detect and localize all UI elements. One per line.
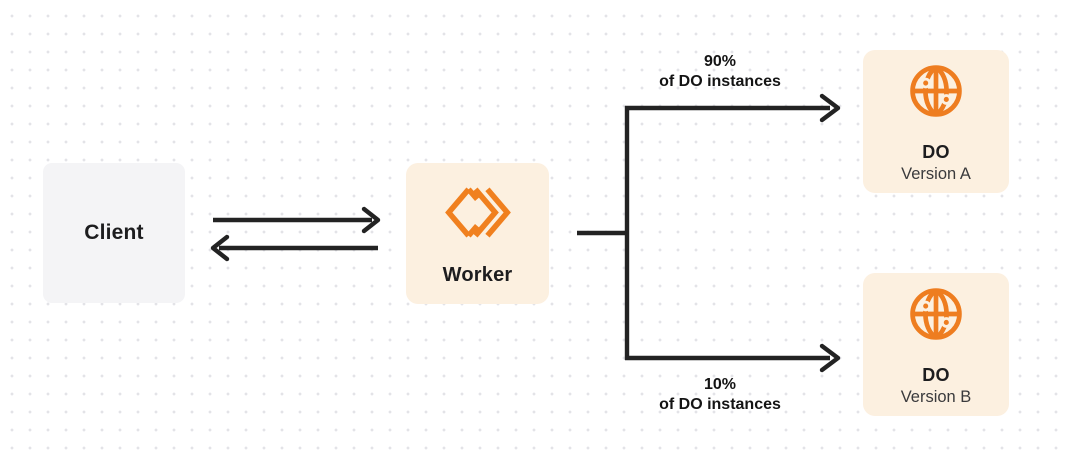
worker-node[interactable]: Worker [406,163,549,304]
client-label: Client [84,221,144,244]
branch-arrow-top [625,93,841,123]
branch-label-90: 90% of DO instances [620,52,820,92]
globe-icon [906,61,966,126]
do-b-title: DO [922,365,950,385]
branch-label-10: 10% of DO instances [620,375,820,415]
globe-icon [906,284,966,349]
do-a-subtitle: Version A [901,165,971,183]
branch-label-90-percent: 90% [703,53,737,70]
do-version-b-node[interactable]: DO Version B [863,273,1009,416]
client-node[interactable]: Client [43,163,185,303]
branch-label-10-caption: of DO instances [659,396,781,413]
workers-chevron-icon [444,185,511,245]
do-version-a-node[interactable]: DO Version A [863,50,1009,193]
worker-to-client-arrow [210,234,378,262]
do-a-title: DO [922,142,950,162]
worker-label: Worker [442,264,513,286]
client-to-worker-arrow [213,206,381,234]
branch-label-90-caption: of DO instances [659,73,781,90]
branch-arrow-bottom [625,343,841,373]
do-b-subtitle: Version B [900,388,972,406]
branch-label-10-percent: 10% [703,376,737,393]
worker-branch-connector [577,106,630,360]
